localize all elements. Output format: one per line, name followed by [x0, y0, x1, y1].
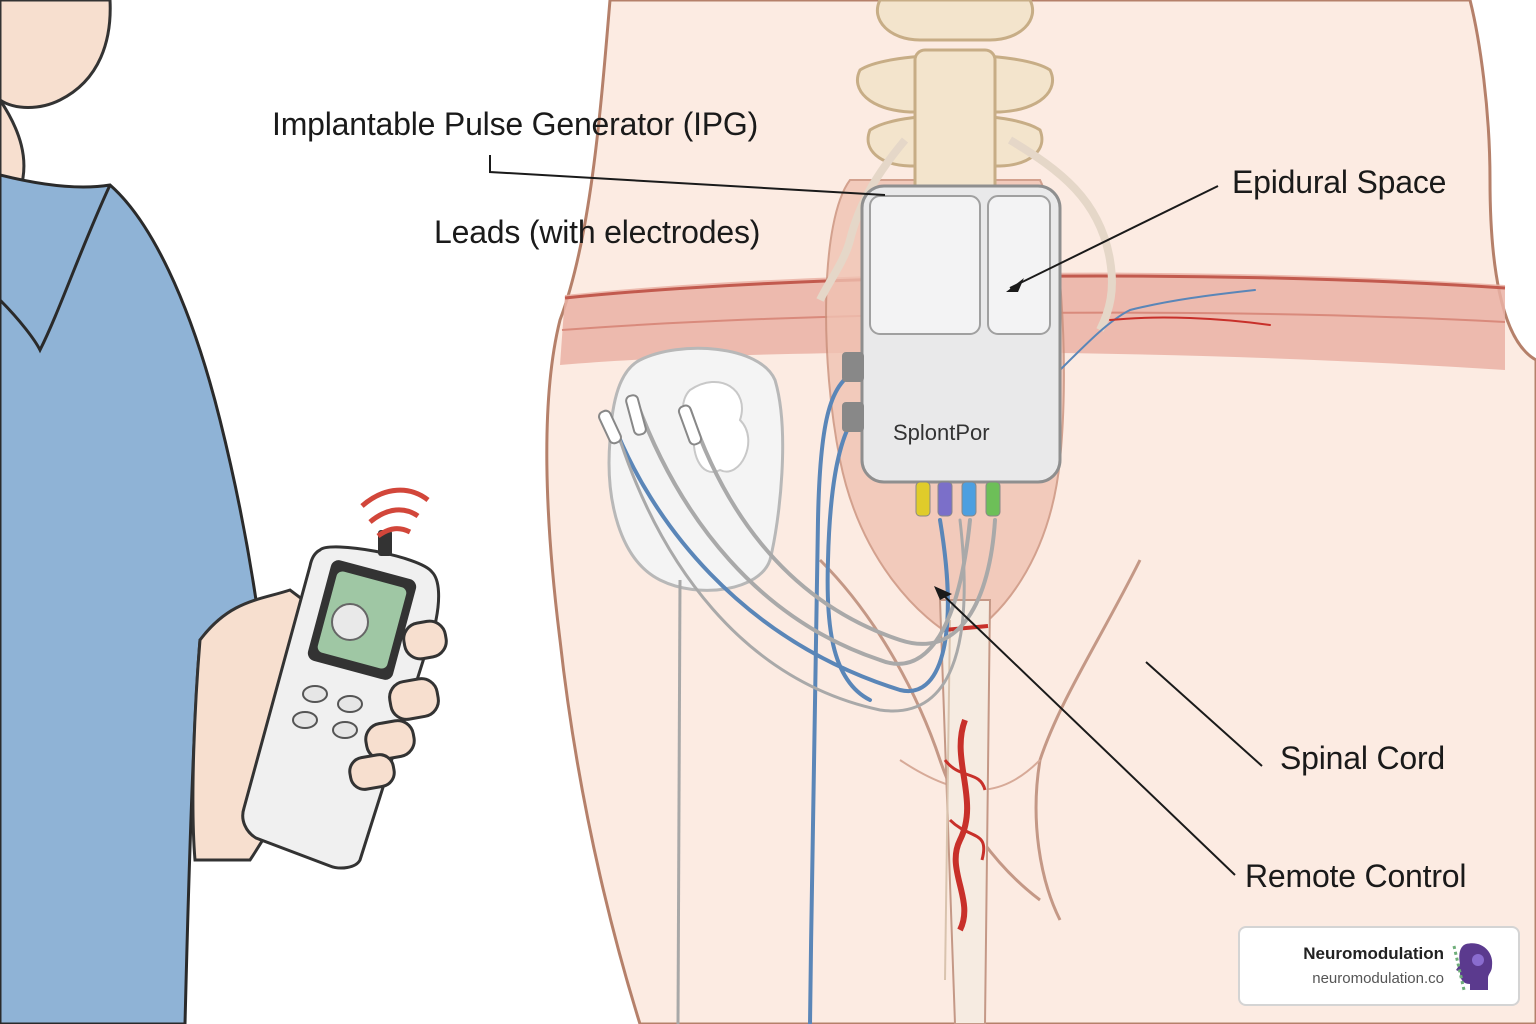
epidural-space-label: Epidural Space: [1232, 164, 1447, 200]
leads: [610, 289, 1271, 1024]
callout-lines: [489, 155, 1263, 876]
remote-control: [241, 487, 441, 870]
clinician: [0, 0, 332, 1024]
blood-vessel: [952, 718, 971, 932]
remote-control-label: Remote Control: [1245, 858, 1467, 894]
brand-name: Neuromodulation: [1303, 944, 1444, 963]
ipg-label: Implantable Pulse Generator (IPG): [272, 106, 759, 142]
ipg-device: [842, 184, 1062, 517]
ipg-device-text: SplontPor: [893, 420, 990, 445]
lead-tips: [598, 394, 703, 446]
brand-badge: Neuromodulation neuromodulation.co: [1238, 926, 1520, 1006]
face: [0, 0, 112, 109]
brain-head-logo-icon: [1452, 943, 1493, 991]
hand-fingers: [348, 619, 448, 791]
spinal-cord-label: Spinal Cord: [1280, 740, 1446, 776]
shirt: [0, 173, 258, 1024]
leads-label: Leads (with electrodes): [434, 214, 761, 250]
brand-url: neuromodulation.co: [1312, 970, 1444, 987]
